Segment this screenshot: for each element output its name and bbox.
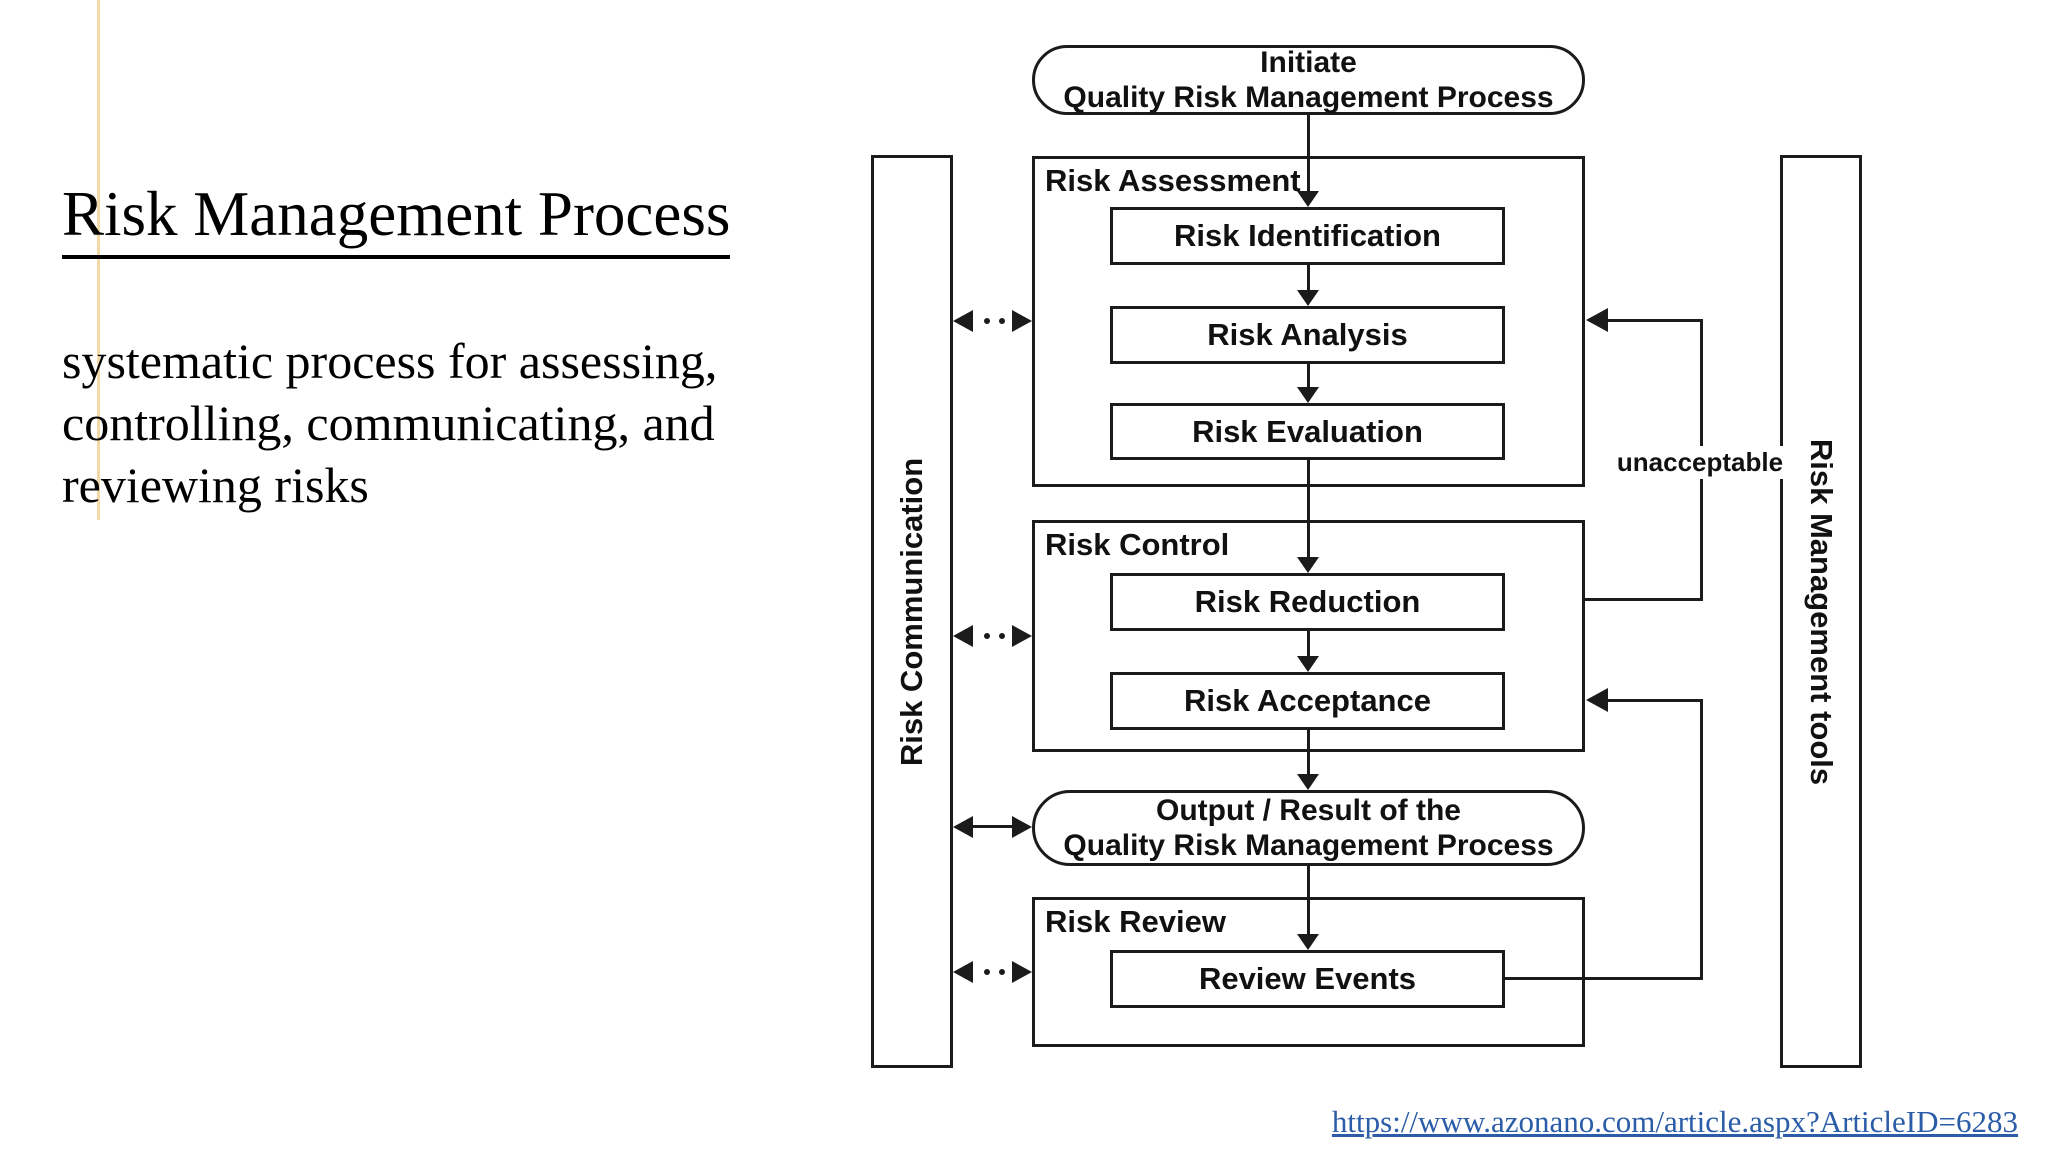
initiate-box: Initiate Quality Risk Management Process <box>1032 45 1585 115</box>
accent-vertical-line <box>97 0 100 520</box>
feedback-line <box>1605 699 1703 702</box>
arrow-down-icon <box>1297 656 1319 672</box>
arrow-right-icon <box>1012 961 1032 983</box>
risk-review-label: Risk Review <box>1045 904 1226 939</box>
flow-line <box>1307 364 1310 390</box>
arrow-left-icon <box>1586 308 1608 332</box>
arrow-left-icon <box>953 625 973 647</box>
risk-reduction-box: Risk Reduction <box>1110 573 1505 631</box>
risk-control-label: Risk Control <box>1045 527 1230 562</box>
flow-line <box>1307 866 1310 936</box>
body-line: reviewing risks <box>62 457 369 513</box>
risk-analysis-box: Risk Analysis <box>1110 306 1505 364</box>
risk-identification-box: Risk Identification <box>1110 207 1505 265</box>
risk-evaluation-box: Risk Evaluation <box>1110 403 1505 460</box>
body-line: systematic process for assessing, <box>62 333 718 389</box>
risk-communication-label: Risk Communication <box>894 457 930 766</box>
arrow-left-icon <box>953 310 973 332</box>
output-line1: Output / Result of the <box>1156 794 1461 827</box>
arrow-down-icon <box>1297 191 1319 207</box>
arrow-down-icon <box>1297 387 1319 403</box>
arrow-left-icon <box>1586 688 1608 712</box>
risk-communication-bar: Risk Communication <box>871 155 953 1068</box>
risk-assessment-label: Risk Assessment <box>1045 163 1301 198</box>
arrow-right-icon <box>1012 816 1032 838</box>
unacceptable-label: unacceptable <box>1611 446 1789 479</box>
output-line2: Quality Risk Management Process <box>1063 829 1554 862</box>
flow-line <box>1307 265 1310 293</box>
dash-dot <box>984 633 990 639</box>
initiate-line1: Initiate <box>1260 46 1357 79</box>
dash-dot <box>999 318 1005 324</box>
connector-line <box>965 825 1017 828</box>
page-title: Risk Management Process <box>62 178 731 259</box>
body-text: systematic process for assessing, contro… <box>62 330 717 516</box>
dash-dot <box>984 318 990 324</box>
review-events-box: Review Events <box>1110 950 1505 1008</box>
dash-dot <box>984 969 990 975</box>
output-box: Output / Result of the Quality Risk Mana… <box>1032 790 1585 866</box>
dash-dot <box>999 633 1005 639</box>
feedback-line <box>1700 699 1703 980</box>
source-link[interactable]: https://www.azonano.com/article.aspx?Art… <box>1331 1104 2018 1139</box>
feedback-line <box>1605 319 1703 322</box>
arrow-down-icon <box>1297 290 1319 306</box>
initiate-line2: Quality Risk Management Process <box>1063 81 1554 114</box>
feedback-line <box>1505 977 1703 980</box>
flow-line <box>1307 730 1310 776</box>
flow-line <box>1307 115 1310 194</box>
body-line: controlling, communicating, and <box>62 395 715 451</box>
risk-management-tools-label: Risk Management tools <box>1804 438 1839 785</box>
feedback-line <box>1585 598 1703 601</box>
arrow-down-icon <box>1297 774 1319 790</box>
arrow-left-icon <box>953 961 973 983</box>
arrow-right-icon <box>1012 310 1032 332</box>
risk-acceptance-box: Risk Acceptance <box>1110 672 1505 730</box>
arrow-left-icon <box>953 816 973 838</box>
flow-line <box>1307 631 1310 657</box>
arrow-right-icon <box>1012 625 1032 647</box>
arrow-down-icon <box>1297 557 1319 573</box>
arrow-down-icon <box>1297 934 1319 950</box>
risk-management-tools-bar: Risk Management tools <box>1780 155 1862 1068</box>
dash-dot <box>999 969 1005 975</box>
flow-line <box>1307 460 1310 559</box>
